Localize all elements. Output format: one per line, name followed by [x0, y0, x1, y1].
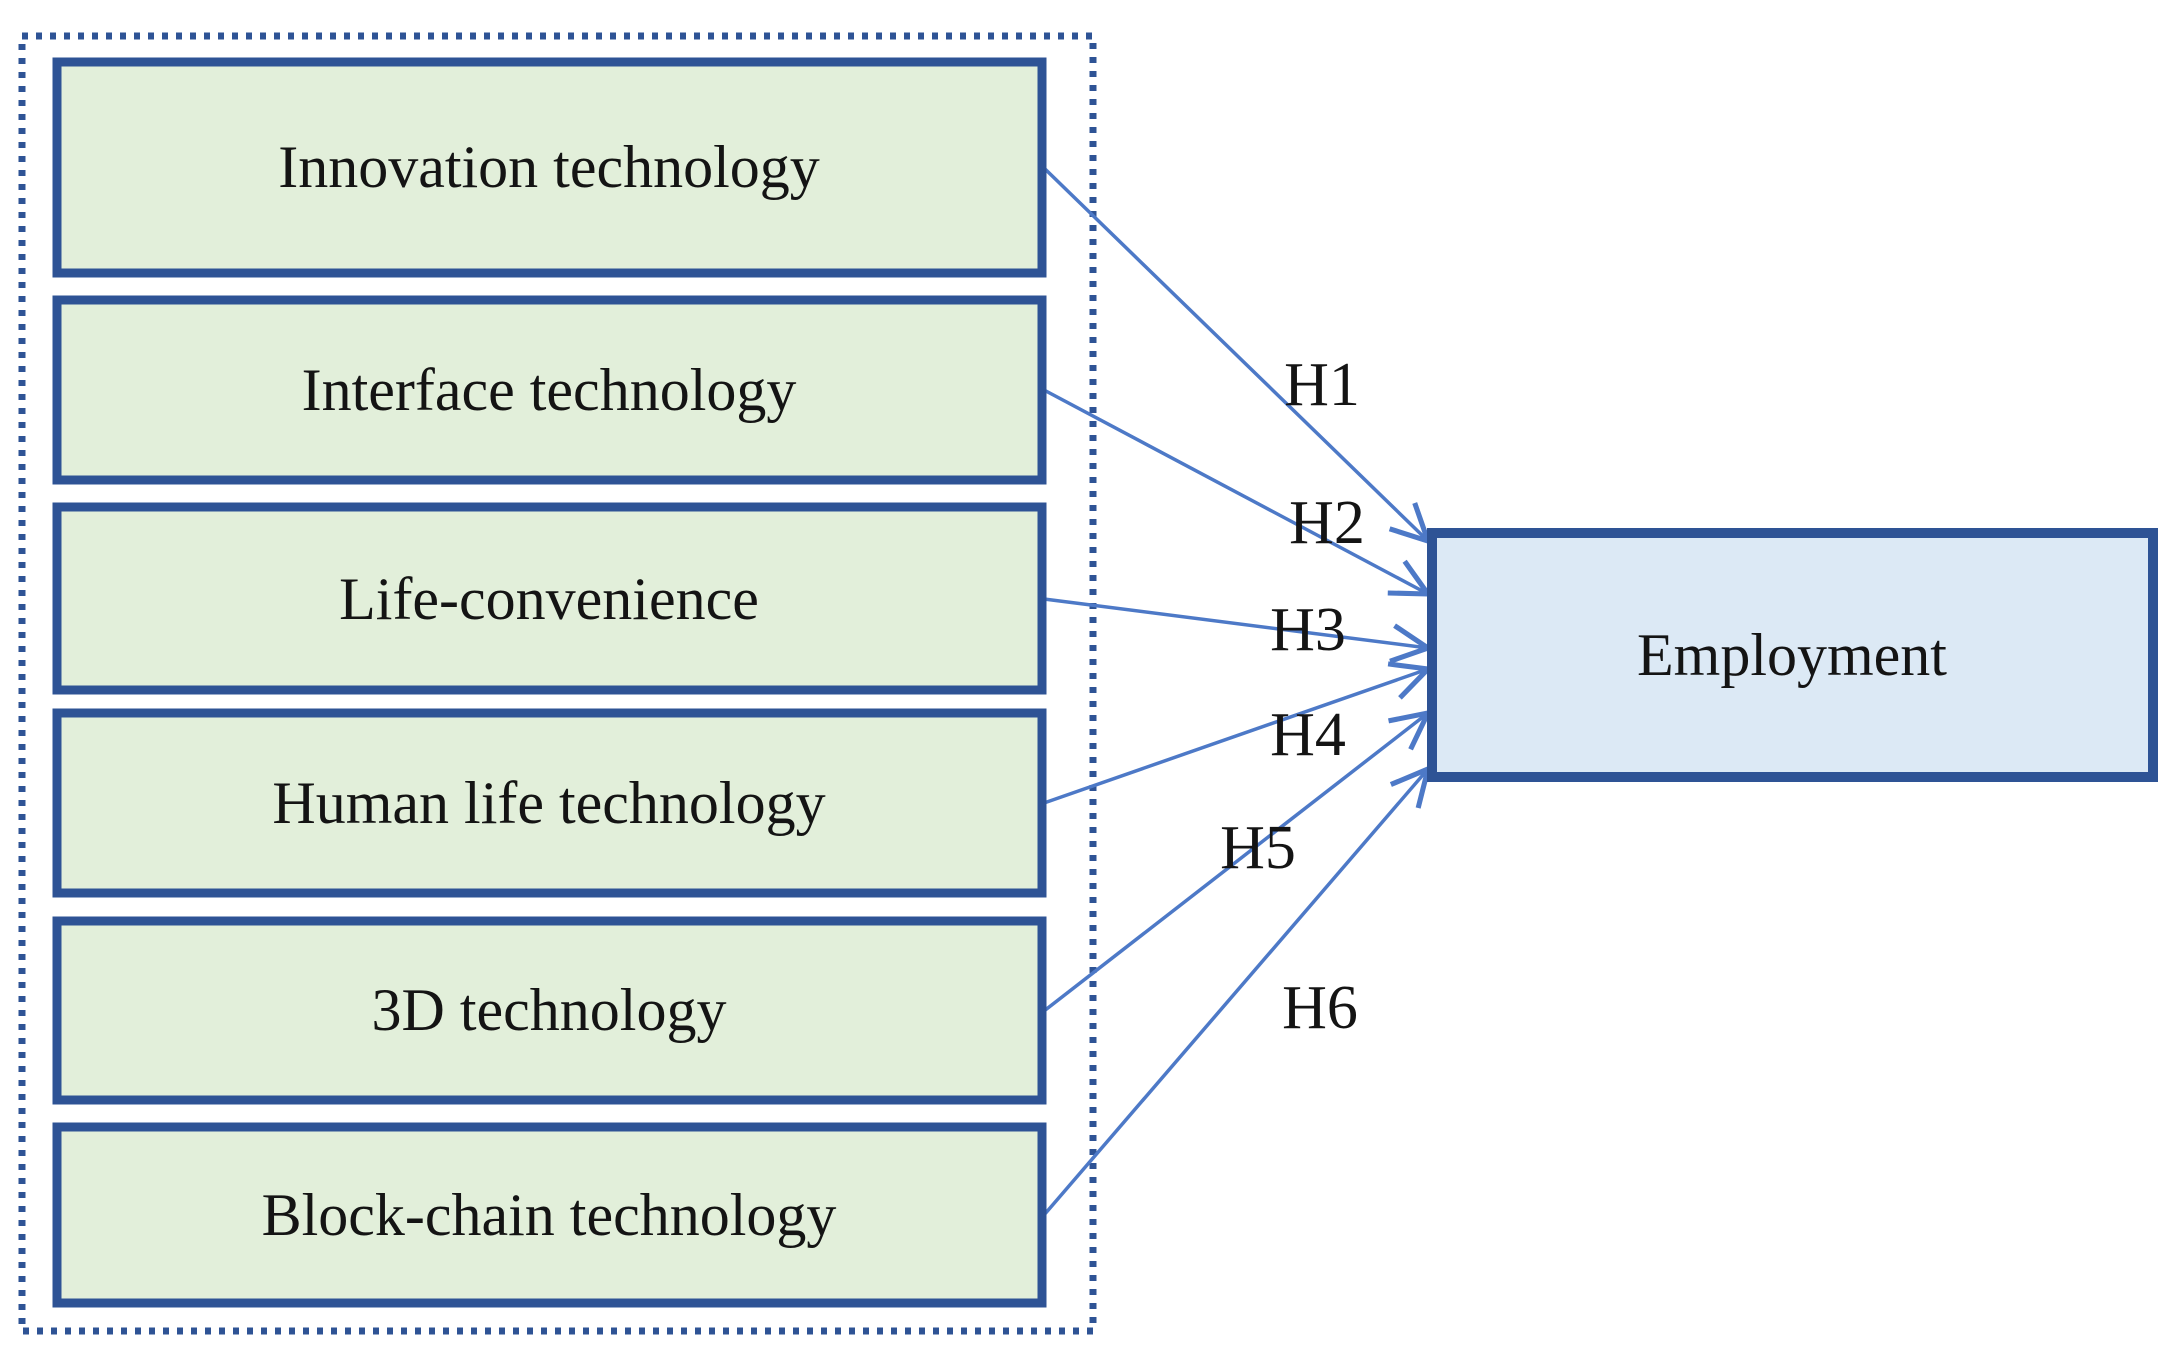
predictor-box [52, 1122, 1047, 1308]
hypothesis-label-h5: H5 [1220, 814, 1296, 882]
predictor-box [52, 57, 1047, 278]
predictor-interface-technology: Interface technology [52, 295, 1047, 485]
predictor-label: Innovation technology [278, 134, 820, 200]
hypothesis-arrow-h5 [1042, 709, 1433, 1013]
hypothesis-label-h2: H2 [1289, 489, 1365, 557]
predictor-innovation-technology: Innovation technology [52, 57, 1047, 278]
predictor-label: Interface technology [302, 357, 797, 423]
hypothesis-arrow-h3 [1043, 597, 1434, 664]
hypothesis-arrow-h1 [1042, 166, 1433, 545]
hypothesis-label-h6: H6 [1282, 974, 1358, 1042]
outcome-employment: Employment [1427, 528, 2158, 782]
predictor-label: 3D technology [372, 977, 727, 1043]
predictor-3d-technology: 3D technology [52, 916, 1047, 1105]
outcome-label: Employment [1637, 622, 1947, 688]
hypothesis-arrow-h2 [1043, 388, 1434, 597]
predictor-block-chain-technology: Block-chain technology [52, 1122, 1047, 1308]
predictor-label: Human life technology [272, 770, 825, 836]
predictor-box [52, 295, 1047, 485]
predictor-box [52, 502, 1047, 695]
hypothesis-arrow-h4 [1043, 661, 1434, 805]
hypothesis-label-h4: H4 [1270, 701, 1346, 769]
predictor-box [52, 916, 1047, 1105]
predictor-group-dotted-border [18, 32, 1097, 1335]
predictor-label: Block-chain technology [262, 1182, 837, 1248]
outcome-box [1427, 528, 2158, 782]
predictor-label: Life-convenience [339, 566, 759, 632]
hypothesis-label-h1: H1 [1284, 351, 1360, 419]
predictor-life-convenience: Life-convenience [52, 502, 1047, 695]
hypothesis-arrow-h6 [1042, 764, 1432, 1217]
hypothesis-label-h3: H3 [1270, 596, 1346, 664]
predictor-box [52, 708, 1047, 898]
predictor-human-life-technology: Human life technology [52, 708, 1047, 898]
